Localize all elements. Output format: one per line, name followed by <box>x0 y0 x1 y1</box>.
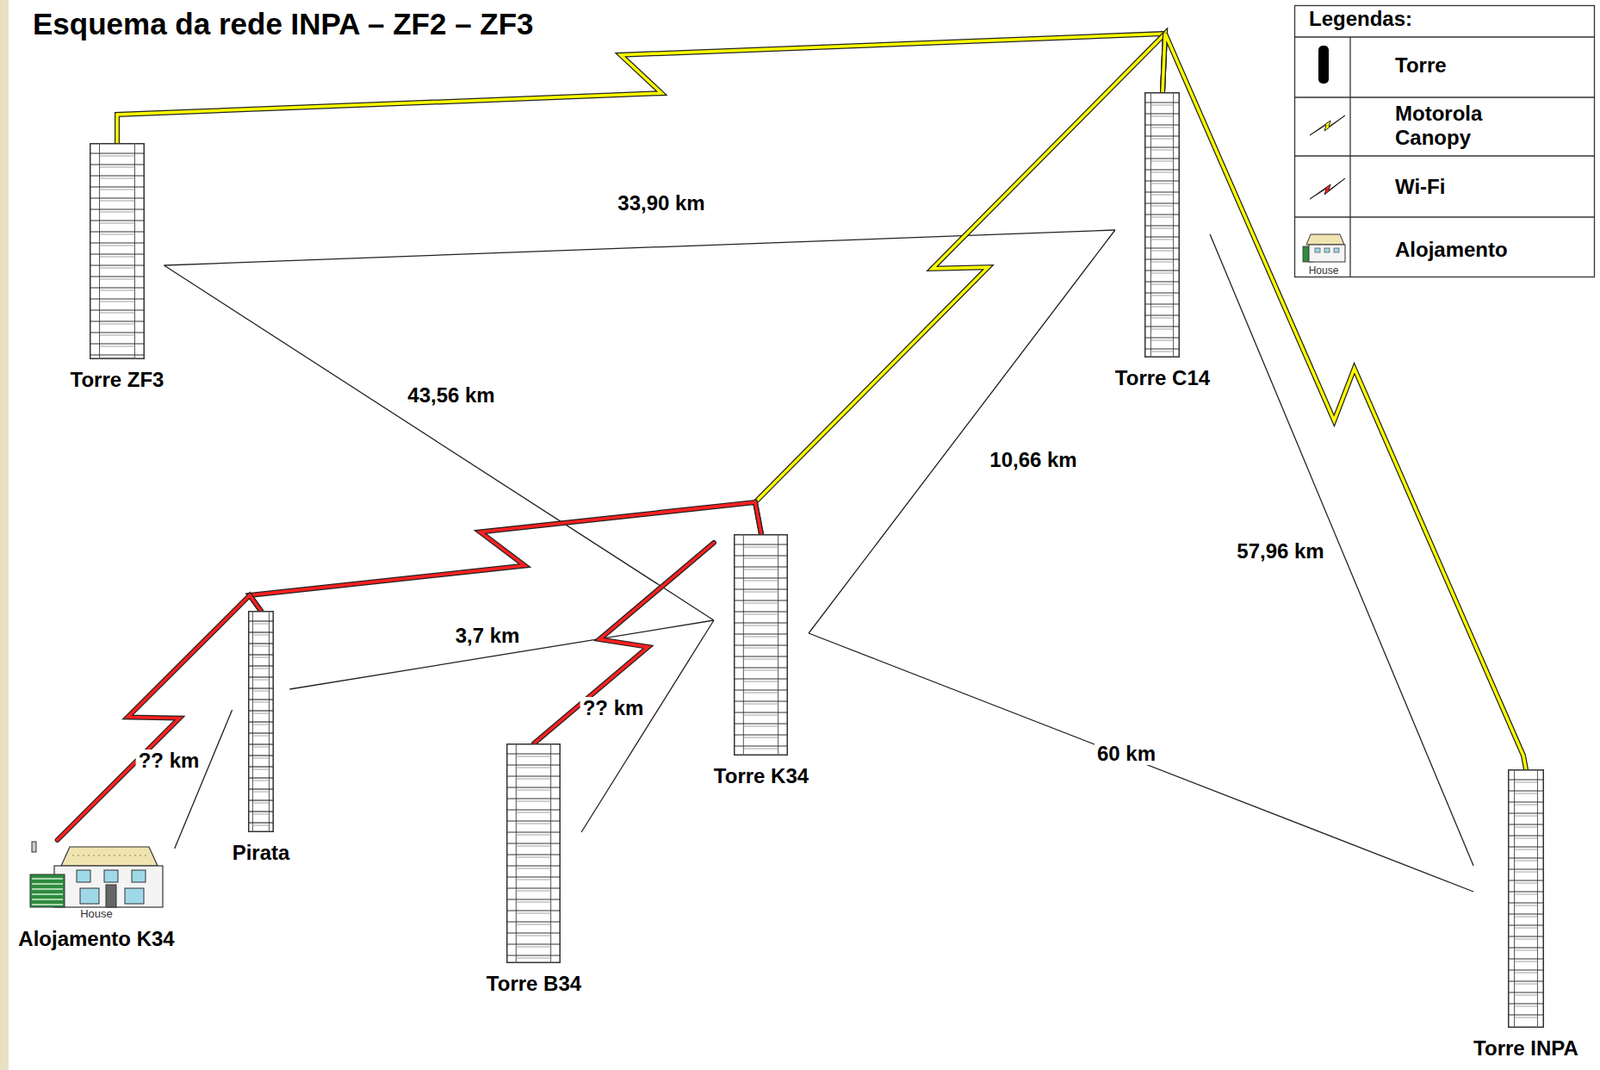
link-outline <box>249 502 762 611</box>
tower-drawing <box>1144 92 1180 358</box>
link-fill <box>1162 33 1526 769</box>
line-stroke <box>164 229 1116 266</box>
house-sample <box>1302 234 1346 262</box>
link-outline <box>117 33 1166 143</box>
node-label: Torre ZF3 <box>70 367 165 392</box>
link-fill <box>533 542 714 744</box>
distance-label: ?? km <box>580 696 647 720</box>
icon-caption: House <box>80 906 113 920</box>
line-stroke <box>808 632 1474 892</box>
wifi-sample <box>1309 178 1346 199</box>
link-outline <box>1162 33 1526 769</box>
distance-line <box>808 632 1474 892</box>
radio-link <box>1162 33 1526 769</box>
line-stroke <box>164 265 714 621</box>
link-outline <box>755 33 1166 534</box>
node-label: Torre INPA <box>1473 1035 1579 1061</box>
distance-line <box>174 709 233 849</box>
distance-label: 10,66 km <box>986 448 1080 472</box>
line-stroke <box>289 620 714 689</box>
house-icon <box>28 839 165 909</box>
distance-label: 60 km <box>1094 742 1159 765</box>
tower-node: Pirata <box>232 610 291 865</box>
link-fill <box>249 502 762 611</box>
legend-frame <box>1294 6 1595 279</box>
tower-node: Torre B34 <box>486 743 582 996</box>
distance-label: ?? km <box>136 749 203 772</box>
radio-link <box>117 33 1166 143</box>
tower-node: Torre K34 <box>713 533 809 788</box>
line-stroke <box>174 709 233 849</box>
node-label: Alojamento K34 <box>18 926 174 951</box>
distance-line <box>164 265 714 621</box>
node-label: Pirata <box>232 840 291 865</box>
diagram-title: Esquema da rede INPA – ZF2 – ZF3 <box>32 6 534 42</box>
distance-label: 43,56 km <box>404 384 497 407</box>
canopy-sample <box>1309 115 1346 136</box>
tower-node: Torre INPA <box>1473 768 1579 1061</box>
legend-text: Wi-Fi <box>1395 174 1533 199</box>
link-fill <box>755 33 1166 534</box>
node-label: Torre K34 <box>713 763 809 788</box>
tower-drawing <box>1507 768 1545 1028</box>
tower-drawing <box>248 610 274 832</box>
tower-sample <box>1318 45 1329 84</box>
legend-heading: Legendas: <box>1308 6 1413 32</box>
distance-line <box>581 620 714 832</box>
distance-line <box>164 229 1116 266</box>
link-fill <box>117 33 1166 143</box>
distance-line <box>289 620 714 689</box>
tower-drawing <box>506 743 561 963</box>
tower-node: Torre C14 <box>1115 92 1210 391</box>
tower-drawing <box>89 142 145 360</box>
distance-label: 33,90 km <box>614 192 707 215</box>
distance-label: 57,96 km <box>1234 539 1327 563</box>
legend-text: Motorola Canopy <box>1395 101 1533 150</box>
link-fill <box>57 595 261 840</box>
tower-drawing <box>733 533 788 756</box>
radio-link <box>533 542 714 744</box>
slide-edge <box>0 0 9 1070</box>
distance-label: 3,7 km <box>452 624 523 647</box>
radio-link <box>57 595 261 840</box>
lodging-node: HouseAlojamento K34 <box>18 839 174 951</box>
tower-node: Torre ZF3 <box>70 142 165 392</box>
icon-caption: House <box>1308 263 1340 278</box>
radio-link <box>755 33 1166 534</box>
legend-text: Torre <box>1395 53 1533 78</box>
link-outline <box>533 542 714 744</box>
link-outline <box>57 595 261 840</box>
legend-text: Alojamento <box>1395 237 1533 262</box>
node-label: Torre C14 <box>1115 365 1210 391</box>
radio-link <box>249 502 762 611</box>
node-label: Torre B34 <box>486 971 582 996</box>
line-stroke <box>581 620 714 832</box>
